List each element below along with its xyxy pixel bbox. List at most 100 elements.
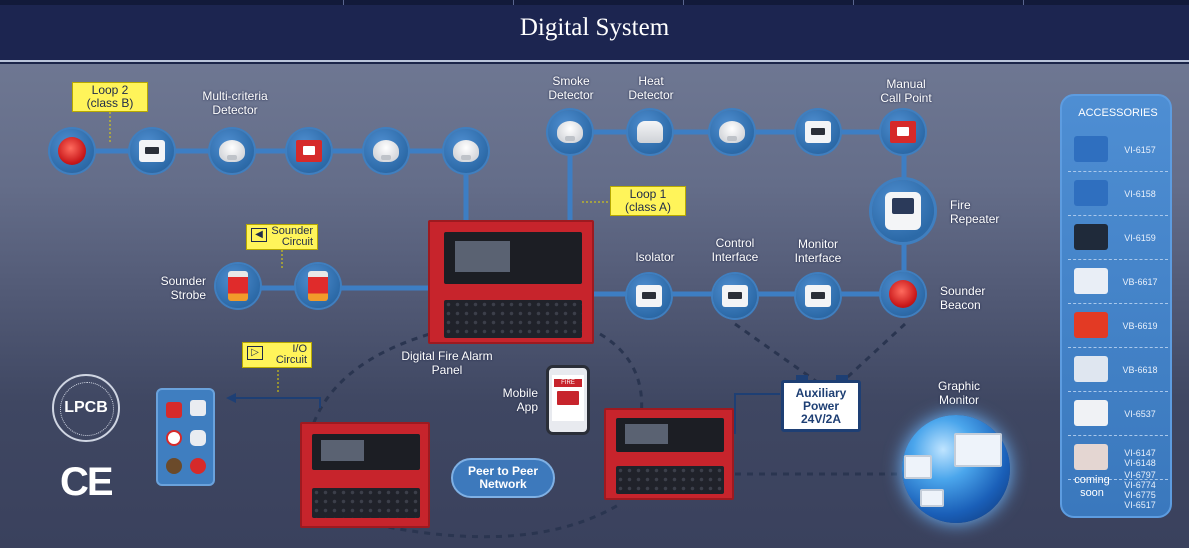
accessory-code: VI-6148: [1124, 458, 1156, 468]
label-line: Fire: [950, 198, 971, 212]
label-line: Mobile: [502, 386, 538, 400]
peer-line: Peer to Peer: [467, 464, 539, 478]
loop1-class: (class A): [624, 200, 671, 214]
accessory-product-icon: [1074, 312, 1108, 338]
accessory-code: VI-6157: [1124, 145, 1156, 155]
accessory-item[interactable]: VI-6537: [1068, 392, 1168, 436]
sounder-beacon-node[interactable]: [881, 272, 925, 316]
label-line: Detector: [548, 88, 594, 102]
accessory-code: VI-6159: [1124, 233, 1156, 243]
manual-call-point-node[interactable]: [881, 110, 925, 154]
smoke-detector-icon: [557, 121, 583, 143]
accessory-codes: VI-6797 VI-6774 VI-6775 VI-6517: [1112, 468, 1168, 512]
mobile-app-phone[interactable]: FIRE: [546, 365, 590, 435]
label-line: App: [516, 400, 538, 414]
beacon-node[interactable]: [50, 129, 94, 173]
accessory-item[interactable]: VI-6157: [1068, 128, 1168, 172]
loop2-class: (class B): [86, 96, 134, 110]
label-line: Strobe: [170, 288, 206, 302]
monitor-interface-label: Monitor Interface: [782, 237, 854, 265]
smoke-detector-node[interactable]: [548, 110, 592, 154]
no-entry-icon: [166, 430, 182, 446]
control-interface-node[interactable]: [713, 274, 757, 318]
ce-mark-logo: CE: [60, 460, 114, 504]
smoke-detector-node[interactable]: [444, 129, 488, 173]
isolator-label: Isolator: [620, 250, 690, 264]
main-fire-alarm-panel[interactable]: [428, 220, 594, 344]
module-icon: [805, 121, 831, 143]
page-title: Digital System: [519, 14, 670, 41]
io-circuit-title: I/O: [292, 343, 307, 355]
accessory-codes: VI-6157: [1112, 128, 1168, 172]
accessory-codes: VB-6619: [1112, 304, 1168, 348]
strobe-icon: [308, 271, 328, 301]
sounder-strobe-node[interactable]: [296, 264, 340, 308]
fire-repeater-label: Fire Repeater: [950, 198, 1020, 226]
graphic-monitor-label: Graphic Monitor: [924, 379, 994, 407]
coming-soon-text: coming soon: [1072, 474, 1112, 500]
damper-icon: [166, 458, 182, 474]
accessory-code: VI-6517: [1124, 500, 1156, 510]
aux-line: Power: [802, 398, 839, 413]
accessory-code: VI-6147: [1124, 448, 1156, 458]
manual-call-point-label: Manual Call Point: [866, 77, 946, 105]
module-node[interactable]: [796, 110, 840, 154]
sounder-strobe-node[interactable]: [216, 264, 260, 308]
accessory-item[interactable]: VI-6158: [1068, 172, 1168, 216]
nav-divider: [853, 0, 854, 5]
nav-strip: [0, 0, 1189, 5]
accessories-title: ACCESSORIES: [1078, 107, 1158, 119]
smoke-detector-node[interactable]: [710, 110, 754, 154]
sounder-circuit-title: Sounder: [271, 225, 313, 237]
panel-keypad: [444, 300, 582, 338]
beacon-icon: [889, 280, 917, 308]
accessory-item[interactable]: VI-6159: [1068, 216, 1168, 260]
system-diagram: Loop 2 (class B) Loop 1 (class A) ◀ Soun…: [0, 64, 1189, 548]
loop2-title: Loop 2: [91, 83, 129, 97]
io-device-box[interactable]: [156, 388, 215, 486]
monitor-interface-node[interactable]: [796, 274, 840, 318]
accessory-product-icon: [1074, 400, 1108, 426]
accessory-item[interactable]: VB-6617: [1068, 260, 1168, 304]
label-line: Graphic: [937, 379, 981, 393]
panel-keypad: [616, 466, 724, 494]
label-line: Call Point: [880, 91, 932, 105]
accessory-code: VB-6618: [1122, 365, 1158, 375]
label-line: Isolator: [635, 250, 675, 264]
peer-panel-left[interactable]: [300, 422, 430, 528]
call-point-node[interactable]: [287, 129, 331, 173]
multi-criteria-label: Multi-criteria Detector: [180, 89, 290, 117]
accessory-code: VB-6619: [1122, 321, 1158, 331]
accessory-item[interactable]: VB-6619: [1068, 304, 1168, 348]
label-line: Sounder: [160, 274, 206, 288]
heat-detector-node[interactable]: [628, 110, 672, 154]
label-line: Beacon: [940, 298, 981, 312]
label-line: Control: [715, 236, 755, 250]
accessory-product-icon: [1074, 444, 1108, 470]
loop1-title: Loop 1: [629, 187, 667, 201]
sounder-strobe-label: Sounder Strobe: [140, 274, 206, 302]
label-line: Repeater: [950, 212, 1000, 226]
module-icon: [722, 285, 748, 307]
accessory-codes: VI-6159: [1112, 216, 1168, 260]
accessory-codes: VI-6537: [1112, 392, 1168, 436]
loop2-label: Loop 2 (class B): [72, 82, 148, 112]
accessory-item[interactable]: VB-6618: [1068, 348, 1168, 392]
module-icon: [139, 140, 165, 162]
fire-repeater-node[interactable]: [872, 180, 934, 242]
sounder-circuit-sub: Circuit: [281, 236, 313, 248]
label-line: Monitor: [797, 237, 838, 251]
peer-panel-right[interactable]: [604, 408, 734, 500]
isolator-node[interactable]: [627, 274, 671, 318]
accessory-codes: VB-6617: [1112, 260, 1168, 304]
accessory-product-icon: [1074, 136, 1108, 162]
label-line: Interface: [794, 251, 842, 265]
smoke-detector-node[interactable]: [364, 129, 408, 173]
module-node[interactable]: [130, 129, 174, 173]
label-line: Digital Fire Alarm: [401, 349, 493, 363]
detector-icon: [719, 121, 745, 143]
battery-terminal: [836, 375, 848, 381]
multi-criteria-detector-node[interactable]: [210, 129, 254, 173]
